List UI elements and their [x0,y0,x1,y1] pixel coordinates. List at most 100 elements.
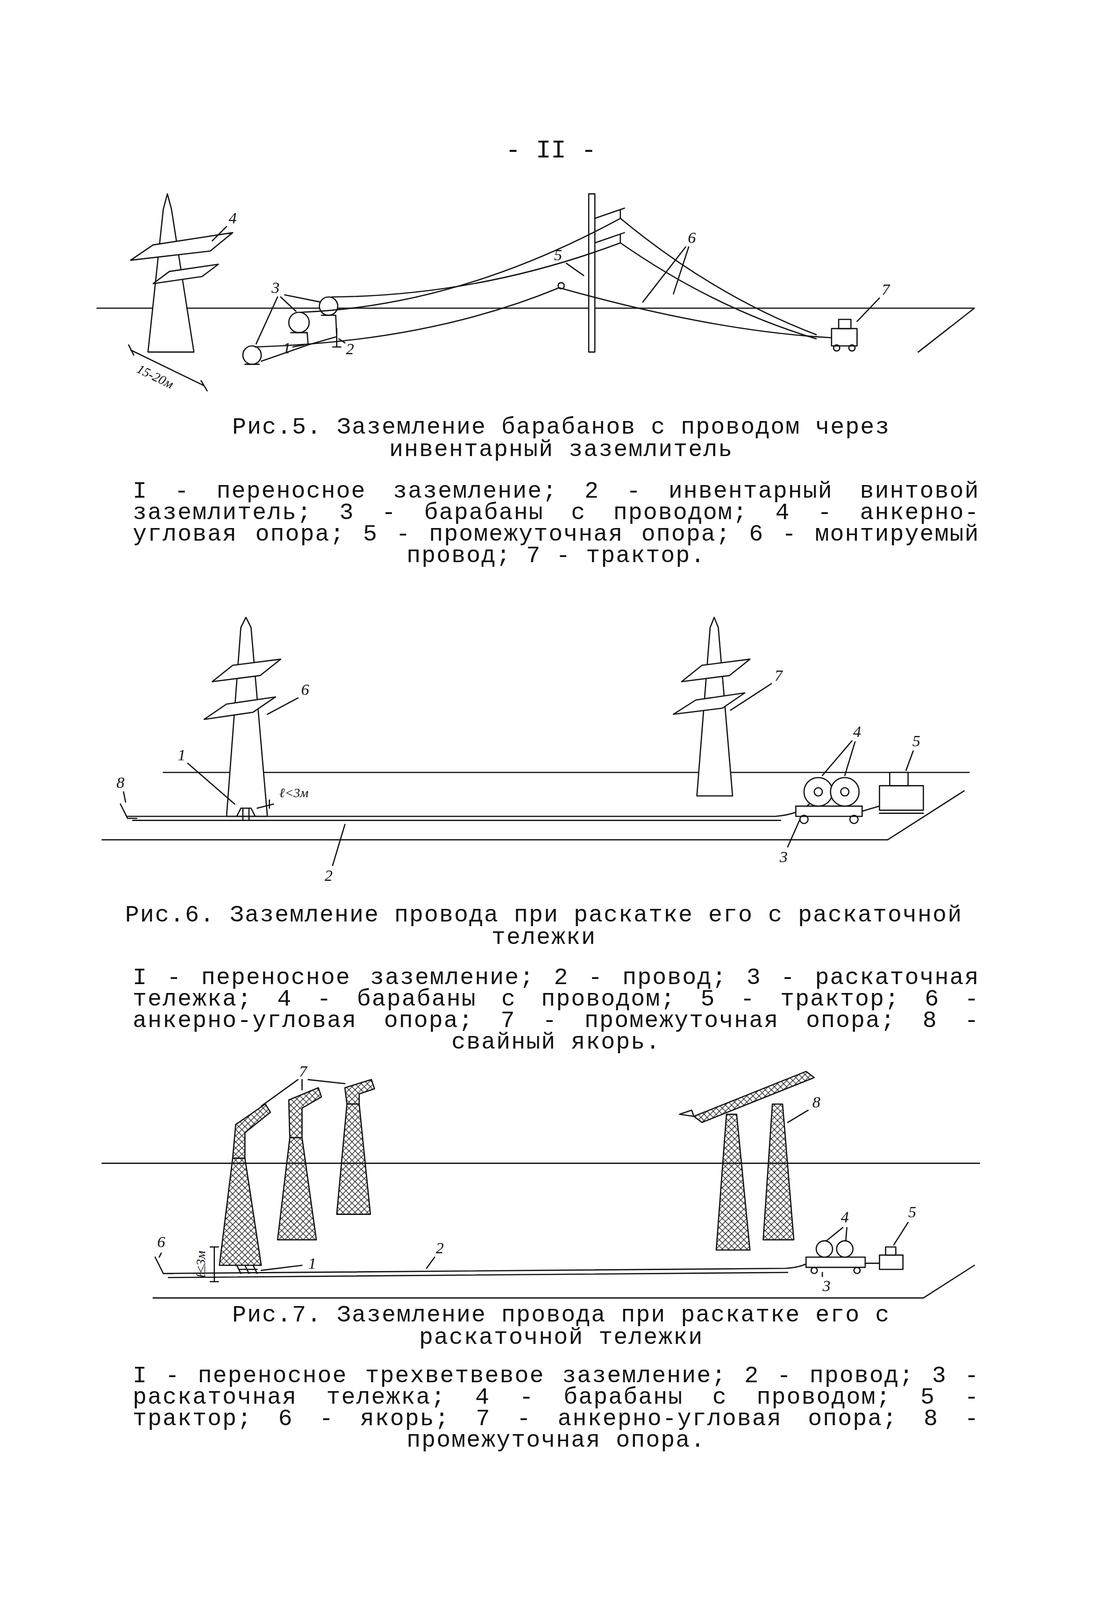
figure-5-drawing [242,345,262,364]
figure-caption: Рис.5. Заземление барабанов с проводом ч… [142,416,980,462]
figure-5-drawing [848,344,855,351]
callout-number: 7 [773,667,784,684]
figure-caption: Рис.6. Заземление провода при раскатке е… [120,904,968,949]
figure-7-drawing [763,1104,795,1240]
figure-6-drawing [120,804,137,819]
figure-5-drawing [153,264,219,284]
figure-5-drawing [212,226,227,242]
figure-5-drawing [588,193,595,352]
callout-number: 6 [156,1233,167,1251]
figure-7-drawing [288,1087,322,1138]
callout-number: 5 [552,246,564,264]
callout-number: 3 [820,1277,832,1295]
figure-7-drawing [679,1110,694,1117]
callout-number: 4 [227,209,238,227]
figure-6-drawing [849,815,858,824]
figure-5-drawing [288,312,310,333]
figure-6-drawing [879,785,924,810]
figure-6-drawing [840,787,849,796]
figure-7-drawing [816,1240,833,1257]
figure-6-drawing [267,683,772,715]
callout-number: 7 [297,1062,309,1080]
figure-7-drawing [210,1246,219,1282]
callout-number: 1 [281,339,293,357]
callout-number: 7 [880,281,891,299]
figure-6-drawing [332,824,345,865]
figure-7-drawing [155,1256,174,1274]
figure-6-drawing [204,696,276,720]
figure-6-drawing [681,659,750,682]
callout-number: 6 [299,681,311,699]
callout-number: 2 [323,867,335,884]
figure-6-drawing [814,787,823,796]
figure-7-drawing [426,1256,435,1268]
figure-6-drawing [102,617,970,866]
figure-5-drawing [256,294,321,344]
figure-7-drawing [261,1079,345,1106]
figure-6-drawing [879,812,924,814]
figure-7-drawing [163,1256,817,1278]
figure-7-drawing [826,1227,848,1241]
figure-6-drawing [787,819,800,847]
figure-7-drawing [836,1240,854,1257]
figure-5-drawing [130,232,233,261]
figure-6-drawing [889,772,908,786]
figure-6-drawing [830,777,860,806]
callout-number: 2 [344,340,356,358]
figure-7-drawing [277,1137,317,1240]
figure-6-drawing [799,815,808,824]
figure-6-drawing [226,617,268,817]
figure-7-drawing [219,1157,262,1265]
figure-6-drawing [905,750,913,770]
figure-7-drawing [821,1272,824,1277]
callout-number: 3 [778,848,790,866]
figure-7-drawing [787,1110,809,1123]
figure-7-drawing [879,1254,903,1270]
figure-7-drawing [865,1262,880,1264]
figure-5-drawing [838,319,851,329]
callout-number: 6 [686,229,698,247]
figure-7-drawing [805,1256,866,1268]
figure-6-drawing [187,762,235,804]
figure-6-drawing [127,801,812,820]
figure-7-drawing [336,1104,371,1215]
dimension-label: ℓ<3м [277,785,310,800]
figure-6-drawing [822,740,855,776]
figure-5-drawing [833,344,840,351]
figure-6-drawing [256,799,274,808]
callout-number: 2 [434,1239,446,1257]
callout-number: 5 [911,732,922,750]
callout-number: 1 [176,746,187,764]
figure-5-drawing [319,296,338,315]
figure-5-drawing [300,218,817,335]
figure-7-drawing [232,1104,271,1159]
figure-5-drawing [831,328,858,346]
callout-number: 8 [811,1093,822,1111]
figure-7-drawing [102,1071,980,1298]
figure-7-drawing [693,1071,815,1123]
figure-6-drawing [673,692,745,715]
figure-6-drawing [236,807,256,820]
figure-6-drawing [795,805,862,817]
figure-7-drawing [159,1253,162,1258]
figure-legend: I - переносное заземление; 2 - инвентарн… [132,480,980,567]
figure-caption: Рис.7. Заземление провода при раскатке е… [142,1303,980,1349]
figure-legend: I - переносное трехветвевое заземление; … [132,1365,980,1452]
figure-5-drawing [856,298,880,322]
figure-5-drawing [97,307,975,352]
figure-5-drawing [566,263,584,276]
callout-number: 4 [851,723,863,741]
figure-7-drawing [885,1246,897,1255]
figure-7-drawing [344,1079,375,1104]
figure-5-drawing [816,336,832,338]
figure-5-drawing [642,246,689,302]
figure-legend: I - переносное заземление; 2 - провод; 3… [132,967,980,1054]
callout-number: 4 [839,1208,851,1226]
figure-6-drawing [123,791,126,803]
callout-number: 8 [114,774,126,791]
callout-number: 3 [270,279,281,297]
figure-5-drawing [331,242,817,339]
figure-7-drawing [811,1267,818,1274]
